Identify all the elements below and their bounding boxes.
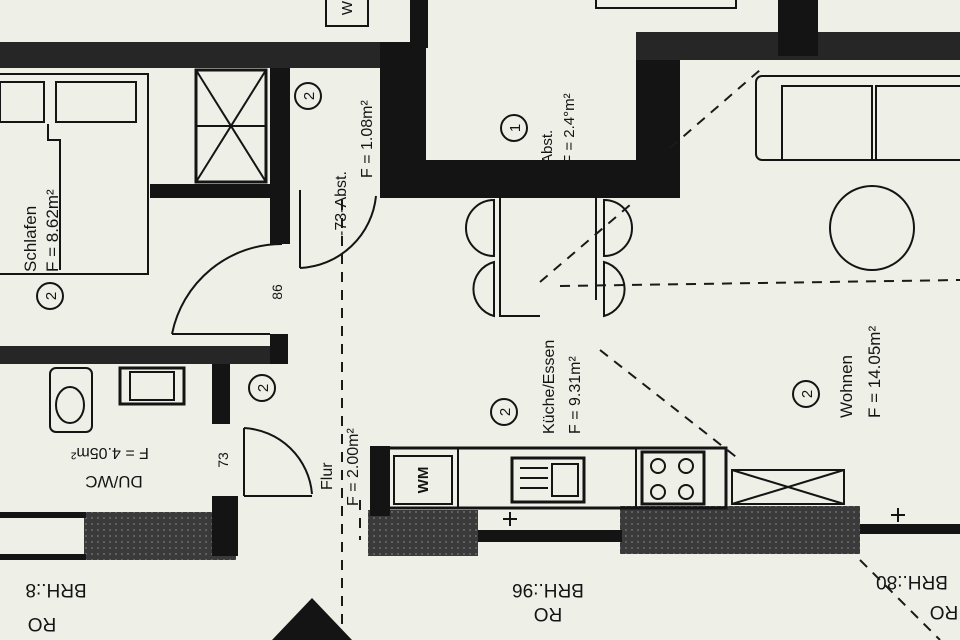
- wohnen-num: 2: [799, 390, 816, 398]
- top-w-label: W: [339, 0, 356, 15]
- door-width-73: 73: [215, 452, 231, 468]
- wall-bottom-left-edge: [0, 512, 86, 518]
- dashed-lines: [341, 69, 960, 640]
- abst-top-num: 1: [507, 124, 524, 132]
- wm-label: WM: [415, 467, 432, 494]
- kitchen-counter: [384, 446, 728, 510]
- flur-name: Flur: [319, 462, 336, 490]
- abst-left-num: 2: [301, 92, 318, 100]
- doors: [171, 190, 377, 497]
- abst-left-name: -73-Abst.: [333, 171, 350, 236]
- coffee-table: [829, 185, 915, 271]
- window-ticks: [503, 508, 905, 526]
- wall-kitchen-top: [380, 160, 678, 198]
- stool-4: [603, 260, 626, 318]
- kueche-area: F = 9.31m²: [567, 356, 584, 434]
- stool-1: [465, 198, 495, 258]
- brh-right: BRH.:80: [876, 571, 948, 592]
- texts: Schlafen F = 8.62m² 2 -73-Abst. F = 1.08…: [21, 0, 958, 634]
- wall-bath-corner: [270, 334, 288, 364]
- schlafen-name: Schlafen: [21, 206, 40, 272]
- wohnen-area: F = 14.05m²: [865, 326, 884, 418]
- wohnen-name: Wohnen: [837, 355, 856, 418]
- stool-2: [472, 260, 495, 318]
- ro-center: RO: [534, 603, 563, 624]
- fridge: [731, 469, 845, 505]
- brh-left: BRH.:8: [25, 579, 86, 600]
- wall-bottom-left: [84, 512, 236, 560]
- ro-right: RO: [930, 601, 959, 622]
- door-width-86: 86: [269, 284, 285, 300]
- wash-basin: [118, 366, 186, 406]
- sink: [510, 456, 586, 504]
- schlafen-num: 2: [43, 292, 60, 300]
- door-abst: [299, 195, 377, 269]
- top-box-w: [325, 0, 369, 27]
- dining-table: [499, 198, 540, 317]
- door-bath: [243, 427, 313, 495]
- brh-center: BRH.:96: [512, 579, 584, 600]
- ro-left: RO: [28, 613, 57, 634]
- wall-bath-right: [212, 364, 230, 424]
- kueche-name: Küche/Essen: [541, 340, 558, 434]
- stove: [640, 450, 706, 506]
- schlafen-area: F = 8.62m²: [43, 189, 62, 272]
- wall-window-right: [860, 524, 960, 534]
- walls: [0, 0, 960, 560]
- furniture: [0, 68, 960, 510]
- kueche-num: 2: [497, 408, 514, 416]
- wall-window-sill: [478, 530, 622, 542]
- north-arrow: [272, 598, 352, 640]
- door-schlafen: [171, 242, 283, 335]
- abst-top-name: Abst.: [539, 130, 556, 164]
- duwc-name: DU/WC: [85, 472, 143, 491]
- top-box: [595, 0, 737, 9]
- abst-left-area: F = 1.08m²: [359, 100, 376, 178]
- wall-schlafen-right: [270, 68, 290, 244]
- pillow-right: [55, 81, 137, 123]
- wall-top-stub: [778, 0, 818, 56]
- bed: [0, 73, 149, 275]
- sofa: [755, 75, 960, 161]
- flur-area: F = 2.00m²: [345, 428, 362, 506]
- toilet: [49, 367, 93, 433]
- abst-top-area: F = 2.4°m²: [561, 93, 578, 164]
- flur-num: 2: [255, 384, 272, 392]
- wall-bottom-left-edge2: [0, 554, 86, 560]
- pillow-left: [0, 81, 45, 123]
- stool-3: [603, 198, 633, 258]
- wall-top-mid: [410, 0, 428, 48]
- duwc-area: F = 4.05m²: [70, 444, 148, 461]
- wall-closet-bottom: [150, 184, 290, 198]
- wall-bath-top: [0, 346, 288, 364]
- washing-machine: [393, 455, 453, 505]
- wall-bottom-pier: [212, 496, 238, 556]
- wall-bottom-center: [368, 510, 478, 556]
- bed-fold: [47, 124, 61, 270]
- room-number-markers: [36, 82, 820, 426]
- wall-top-left: [0, 42, 410, 68]
- wall-bottom-right: [620, 506, 860, 554]
